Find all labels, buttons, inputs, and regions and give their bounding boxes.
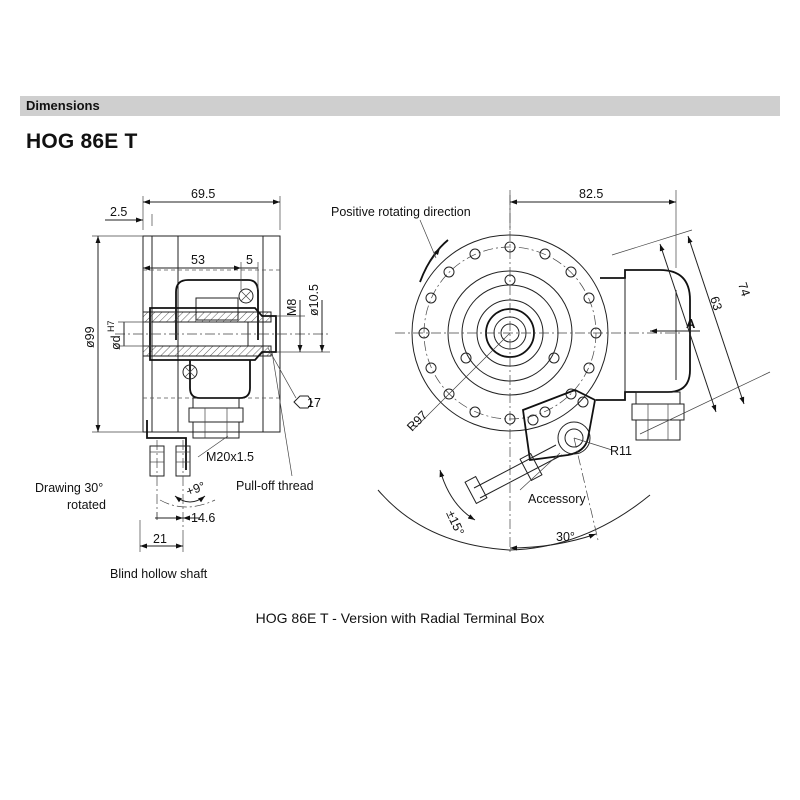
drawing-note-line1: Drawing 30° (35, 481, 103, 495)
dim-bore: ø10.5 (307, 284, 321, 316)
dim-shaft-tolerance: H7 (106, 320, 116, 332)
figure-caption: HOG 86E T - Version with Radial Terminal… (255, 610, 545, 626)
dim-offset: 2.5 (110, 205, 127, 219)
side-view: 69.5 2.5 53 5 M8 ø10.5 ø99 ød H7 17 (35, 187, 330, 581)
radius-11: R11 (610, 444, 632, 458)
pulloff-label: Pull-off thread (236, 479, 314, 493)
view-a-label: A (686, 316, 696, 331)
hex-label: 17 (307, 396, 321, 410)
front-view: A Positive rotating direction 82.5 63 74… (331, 187, 771, 555)
dim-width: 69.5 (191, 187, 215, 201)
angle-label: +9° (184, 479, 207, 499)
section-header-bar: Dimensions (20, 96, 780, 116)
dim-63: 63 (707, 295, 725, 313)
dim-74: 74 (735, 281, 753, 299)
torque-arm (146, 420, 187, 470)
shaft-section-bottom (142, 345, 272, 357)
dim-14-6: 14.6 (191, 511, 215, 525)
gland-label: M20x1.5 (206, 450, 254, 464)
accessory-pivot (557, 421, 591, 455)
cable-gland (635, 391, 681, 405)
dim-m8: M8 (285, 299, 299, 316)
screw-top (238, 288, 254, 304)
shaft-label: Blind hollow shaft (110, 567, 208, 581)
rotation-label: Positive rotating direction (331, 205, 471, 219)
screw-bottom (182, 364, 198, 380)
dim-diameter: ø99 (83, 326, 97, 348)
product-title: HOG 86E T (26, 130, 138, 153)
radius-97: R97 (404, 408, 430, 434)
dim-21: 21 (153, 532, 167, 546)
drawing-note-line2: rotated (67, 498, 106, 512)
hex-icon (293, 395, 313, 409)
shaft-section-top (142, 311, 272, 323)
dim-shaft-d: ød (109, 335, 123, 350)
dim-inner: 53 (191, 253, 205, 267)
terminal-box (175, 279, 259, 340)
angle-30: 30° (556, 530, 575, 544)
section-title: Dimensions (26, 98, 100, 113)
accessory-bracket (522, 389, 597, 462)
gland-nut (192, 397, 240, 409)
flange-holes (418, 241, 602, 425)
dim-82-5: 82.5 (579, 187, 603, 201)
accessory-label: Accessory (528, 492, 586, 506)
dim-five: 5 (246, 253, 253, 267)
angle-15: ±15° (443, 508, 467, 537)
